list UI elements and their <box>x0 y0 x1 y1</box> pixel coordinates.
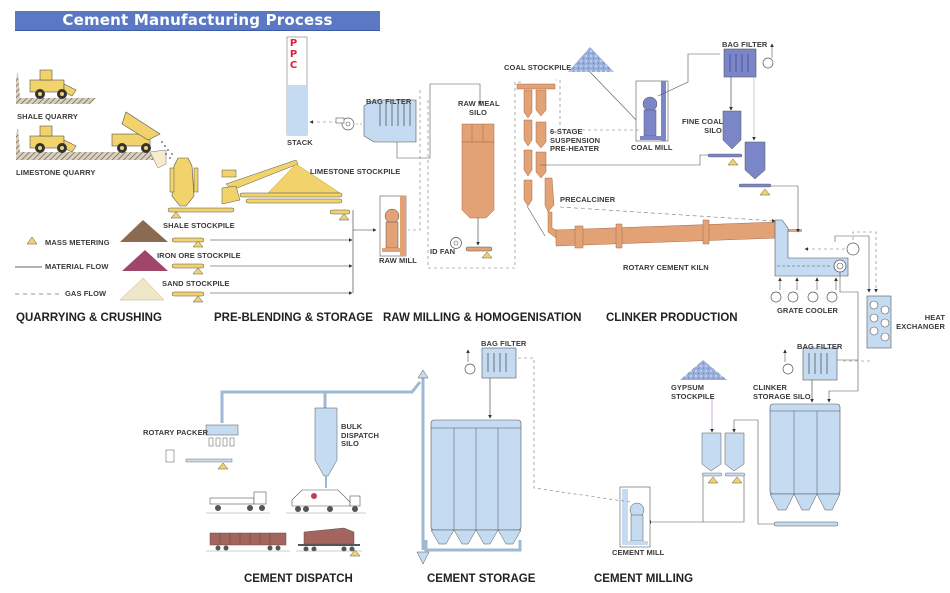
stacker-conveyor <box>221 159 299 205</box>
mass-metering-icon <box>217 462 229 470</box>
bulk-tanker-truck-icon <box>286 489 366 514</box>
dump-truck-icon <box>111 111 173 159</box>
gypsum-silo <box>701 432 723 484</box>
sand-stockpile <box>119 277 353 303</box>
label-sand-stockpile: SAND STOCKPILE <box>162 279 230 288</box>
label-preheater: 6-STAGE SUSPENSION PRE-HEATER <box>550 127 601 153</box>
wheel-loader-icon <box>29 125 77 153</box>
label-grate-cooler: GRATE COOLER <box>777 306 839 315</box>
mass-metering-icon <box>731 476 743 484</box>
label-stack: STACK <box>287 138 313 147</box>
label-gypsum-stockpile: GYPSUM STOCKPILE <box>671 383 715 401</box>
label-bulk-dispatch-silo: BULK DISPATCH SILO <box>341 422 380 448</box>
bag-filter-cement <box>464 347 517 379</box>
label-coal-mill: COAL MILL <box>631 143 673 152</box>
rail-tanker-icon <box>296 527 362 557</box>
stack-brand: P P C <box>287 38 300 71</box>
bag-filter-raw <box>356 99 417 143</box>
stack-brand-letter: P <box>289 49 298 60</box>
wheel-loader-icon <box>29 69 77 99</box>
label-coal-stockpile: COAL STOCKPILE <box>504 63 572 72</box>
mass-metering-icon <box>727 158 739 166</box>
heat-exchanger <box>866 295 892 349</box>
label-fine-coal-silo: FINE COAL SILO <box>682 117 724 135</box>
label-rotary-kiln: ROTARY CEMENT KILN <box>623 263 709 272</box>
rotary-kiln <box>555 219 802 249</box>
bag-filter-coal <box>723 43 774 78</box>
iron-ore-stockpile <box>122 250 353 275</box>
mass-metering-icon <box>192 240 204 248</box>
section-quarrying-crushing: QUARRYING & CRUSHING <box>16 312 162 324</box>
label-rotary-packer: ROTARY PACKER <box>143 428 209 437</box>
cement-storage-silos <box>424 419 522 552</box>
label-id-fan: ID FAN <box>430 247 456 256</box>
label-shale-stockpile: SHALE STOCKPILE <box>163 221 235 230</box>
label-precalciner: PRECALCINER <box>560 195 616 204</box>
title-bar: Cement Manufacturing Process <box>15 11 380 31</box>
mass-metering-icon <box>707 476 719 484</box>
coal-mill <box>635 80 669 142</box>
label-limestone-stockpile: LIMESTONE STOCKPILE <box>310 167 401 176</box>
section-cement-dispatch: CEMENT DISPATCH <box>244 573 353 585</box>
mass-metering-icon <box>192 267 204 275</box>
cement-mill <box>619 486 651 548</box>
clinker-storage-silo <box>769 403 841 527</box>
preheater-tower <box>516 83 561 239</box>
flatbed-truck-icon <box>206 491 270 514</box>
legend <box>15 236 62 295</box>
mass-metering-icon <box>338 213 350 221</box>
label-bag-filter-coal: BAG FILTER <box>722 40 768 49</box>
mass-metering-icon <box>26 236 38 245</box>
label-bag-filter-clinker: BAG FILTER <box>797 342 843 351</box>
section-pre-blending-storage: PRE-BLENDING & STORAGE <box>214 312 373 324</box>
label-clinker-storage-silo: CLINKER STORAGE SILO <box>753 383 811 401</box>
bucket-elevator <box>416 369 430 565</box>
label-cement-mill: CEMENT MILL <box>612 548 665 557</box>
fine-coal-silo <box>707 110 743 166</box>
shale-stockpile <box>120 220 353 248</box>
label-bag-filter-cement: BAG FILTER <box>481 339 527 348</box>
raw-meal-silo <box>461 123 495 259</box>
limestone-quarry <box>16 111 173 169</box>
label-shale-quarry: SHALE QUARRY <box>17 112 78 121</box>
legend-gas-flow: GAS FLOW <box>65 289 107 298</box>
limestone-stockpile-pile <box>239 163 351 221</box>
gypsum-stockpile <box>680 360 727 433</box>
shale-quarry <box>16 69 96 104</box>
section-clinker-production: CLINKER PRODUCTION <box>606 312 738 324</box>
page-title: Cement Manufacturing Process <box>62 11 333 29</box>
legend-material-flow: MATERIAL FLOW <box>45 262 109 271</box>
section-raw-milling: RAW MILLING & HOMOGENISATION <box>383 312 582 324</box>
label-bag-filter-raw: BAG FILTER <box>366 97 412 106</box>
legend-mass-metering: MASS METERING <box>45 238 110 247</box>
mass-metering-icon <box>170 211 182 219</box>
grate-cooler <box>770 219 849 303</box>
label-raw-meal-silo: RAW MEAL SILO <box>458 99 500 117</box>
fan-icon <box>335 117 355 131</box>
stack-brand-letter: P <box>289 38 298 49</box>
crusher <box>167 157 235 219</box>
cooler-fan-icon <box>804 242 860 256</box>
mass-metering-icon <box>481 251 493 259</box>
label-limestone-quarry: LIMESTONE QUARRY <box>16 168 96 177</box>
label-raw-mill: RAW MILL <box>379 256 417 265</box>
clinker-feed-silo <box>724 432 746 484</box>
bag-filter-clinker <box>782 347 872 381</box>
mass-metering-icon <box>759 188 771 196</box>
mass-metering-icon <box>192 295 204 303</box>
raw-mill <box>379 195 407 257</box>
coal-stockpile <box>568 47 641 125</box>
label-heat-exchanger: HEAT EXCHANGER <box>896 313 945 331</box>
coal-silo-2 <box>738 141 772 196</box>
section-cement-milling: CEMENT MILLING <box>594 573 694 585</box>
section-cement-storage: CEMENT STORAGE <box>427 573 536 585</box>
mass-metering-icon <box>349 549 361 557</box>
bulk-dispatch-silo <box>314 407 338 488</box>
stack <box>286 36 344 136</box>
stack-brand-letter: C <box>289 60 298 71</box>
rotary-packer <box>165 424 239 470</box>
id-fan-icon <box>450 237 462 249</box>
rail-wagon-icon <box>206 532 290 552</box>
label-iron-ore-stockpile: IRON ORE STOCKPILE <box>157 251 241 260</box>
